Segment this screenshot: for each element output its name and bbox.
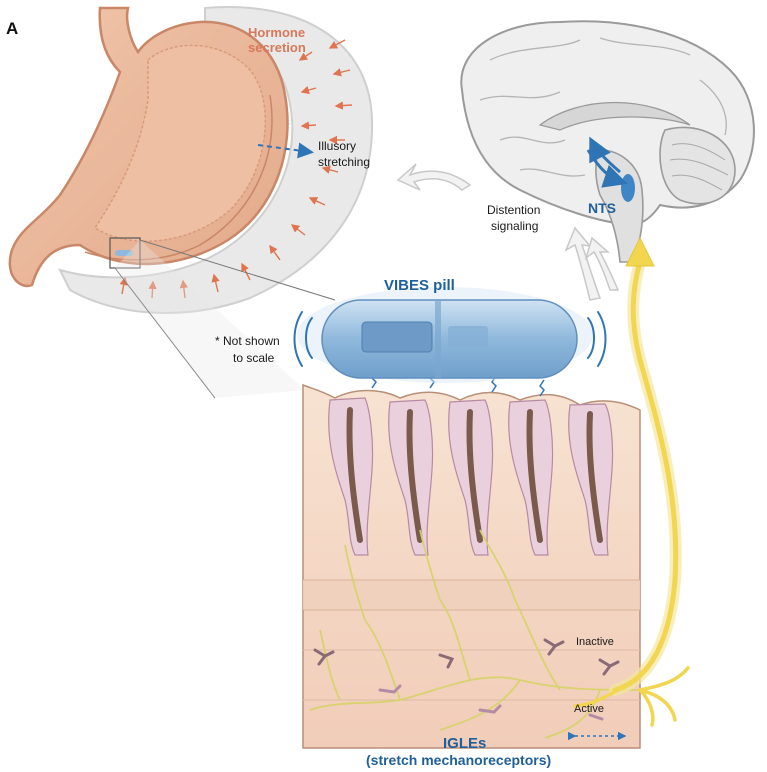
gray-arrow-up-2 — [584, 236, 620, 291]
scale-note-line2: to scale — [233, 351, 275, 365]
brain-signal-arrow-return — [589, 136, 621, 174]
brain-gyri — [479, 37, 727, 177]
nts-region — [621, 174, 635, 202]
igle-network — [309, 529, 641, 739]
receptors-active — [378, 684, 604, 721]
pill-label: VIBES pill — [384, 277, 455, 294]
muscle-layer-band — [303, 580, 640, 610]
inactive-label: Inactive — [576, 636, 614, 648]
stomach-outer-lining — [58, 6, 374, 314]
nts-label: NTS — [588, 200, 616, 216]
illusory-label-line2: stretching — [318, 155, 370, 169]
brain-corpus-callosum — [538, 101, 691, 131]
distention-label-line2: signaling — [491, 219, 538, 233]
scale-note-line1: * Not shown — [215, 334, 280, 348]
pill-vibration-left — [293, 311, 313, 367]
zoom-cone — [115, 240, 305, 398]
vibes-pill — [297, 287, 593, 383]
pill-vibration-right — [587, 311, 607, 367]
panel-label: A — [6, 19, 18, 38]
brain-cerebellum — [659, 126, 736, 205]
nerve-arrowhead — [625, 236, 655, 267]
receptors-inactive — [313, 638, 620, 676]
cerebellum-folia — [669, 143, 729, 191]
vagal-afferent-nerve-core — [612, 259, 679, 693]
illusory-label-line1: Illusory — [318, 139, 356, 153]
zoom-line-top — [139, 239, 336, 301]
tissue-block — [302, 383, 641, 749]
villi — [328, 397, 614, 556]
stomach-wall-inner-line — [84, 94, 273, 261]
gray-arrow-to-stomach — [396, 163, 472, 191]
inset-box — [109, 237, 141, 269]
hormone-label-line1: Hormone — [248, 25, 305, 40]
stomach-inner-folds — [93, 44, 266, 242]
gray-arrow-up-1 — [564, 226, 602, 301]
inset-pill-mini — [115, 250, 133, 256]
hormone-label-line2: secretion — [248, 40, 306, 55]
active-label: Active — [574, 703, 604, 715]
hormone-arrows — [119, 39, 353, 299]
distention-label-line1: Distention — [487, 203, 540, 217]
nerve-branches — [573, 666, 690, 727]
igle-label-line2: (stretch mechanoreceptors) — [366, 752, 551, 768]
zoom-line-bottom — [114, 267, 216, 399]
igle-label-line1: IGLEs — [443, 735, 486, 752]
